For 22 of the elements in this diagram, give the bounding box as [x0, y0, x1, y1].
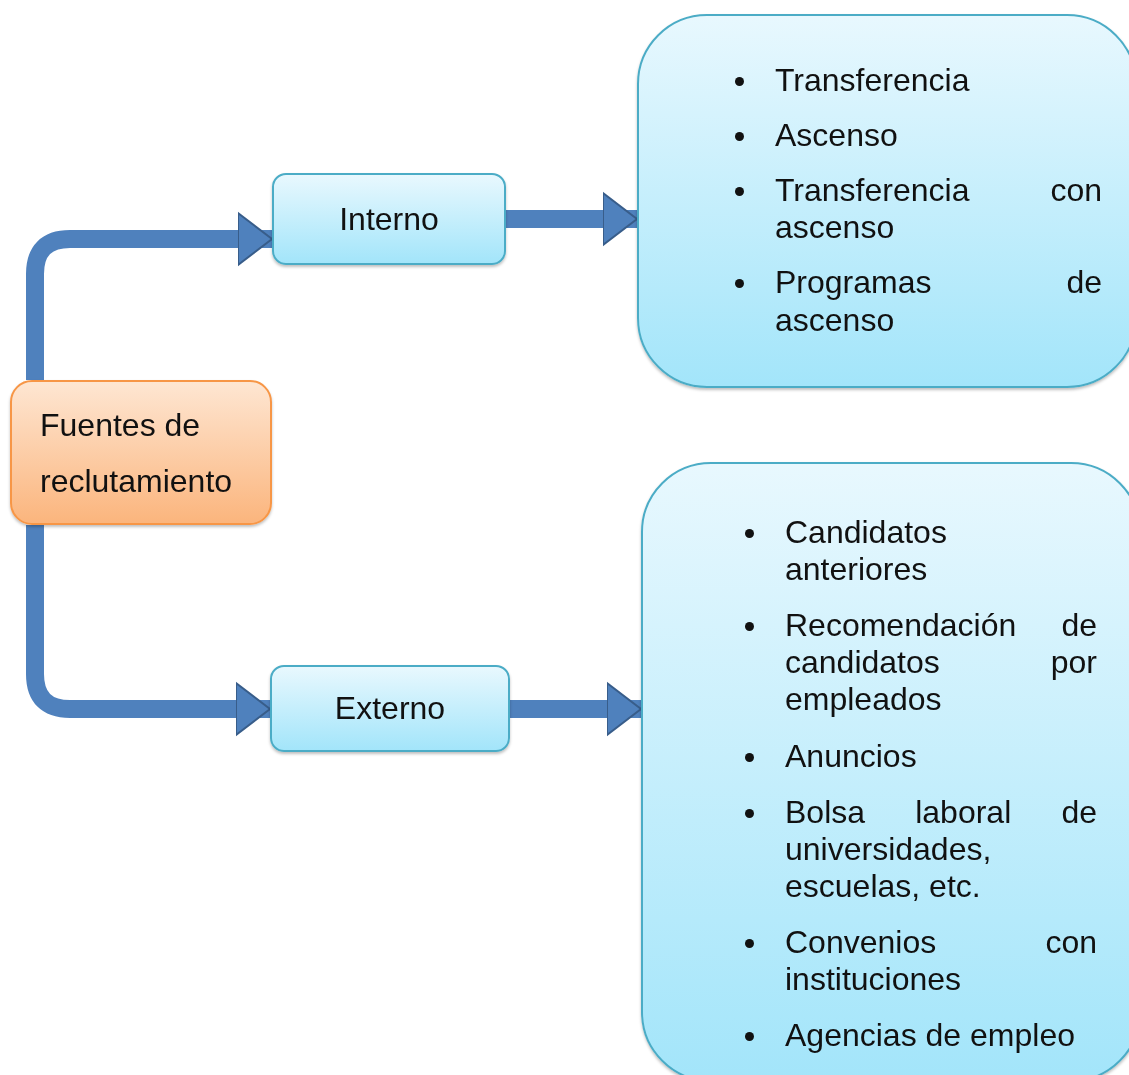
rounded-box	[10, 380, 272, 525]
block-arrow	[26, 525, 271, 736]
block-arrow	[26, 212, 273, 380]
rounded-list-box	[637, 14, 1129, 388]
node-label: Interno	[339, 199, 439, 239]
rounded-box	[272, 173, 506, 265]
list-item: Convenios con instituciones	[785, 924, 1097, 999]
list-item: Transferencia	[775, 62, 971, 100]
list-item: Programas de ascenso	[775, 264, 1102, 339]
list-item: Bolsa laboral de universidades, escuelas, etc.	[785, 793, 1097, 905]
node-label: Externo	[334, 689, 446, 728]
list-item: Anuncios	[785, 737, 918, 775]
rounded-box	[270, 665, 510, 752]
block-arrow	[506, 192, 638, 246]
node-label: Fuentes de reclutamiento	[40, 405, 234, 501]
list-item: Recomendación de candidatos por empleados	[785, 607, 1097, 719]
list-item: Transferencia con ascenso	[775, 172, 1102, 247]
rounded-list-box	[641, 462, 1129, 1075]
list-item: Agencias de empleo	[785, 1017, 1076, 1055]
block-arrow	[510, 682, 642, 736]
list-item: Candidatos anteriores	[785, 514, 948, 589]
list-item: Ascenso	[775, 117, 899, 155]
